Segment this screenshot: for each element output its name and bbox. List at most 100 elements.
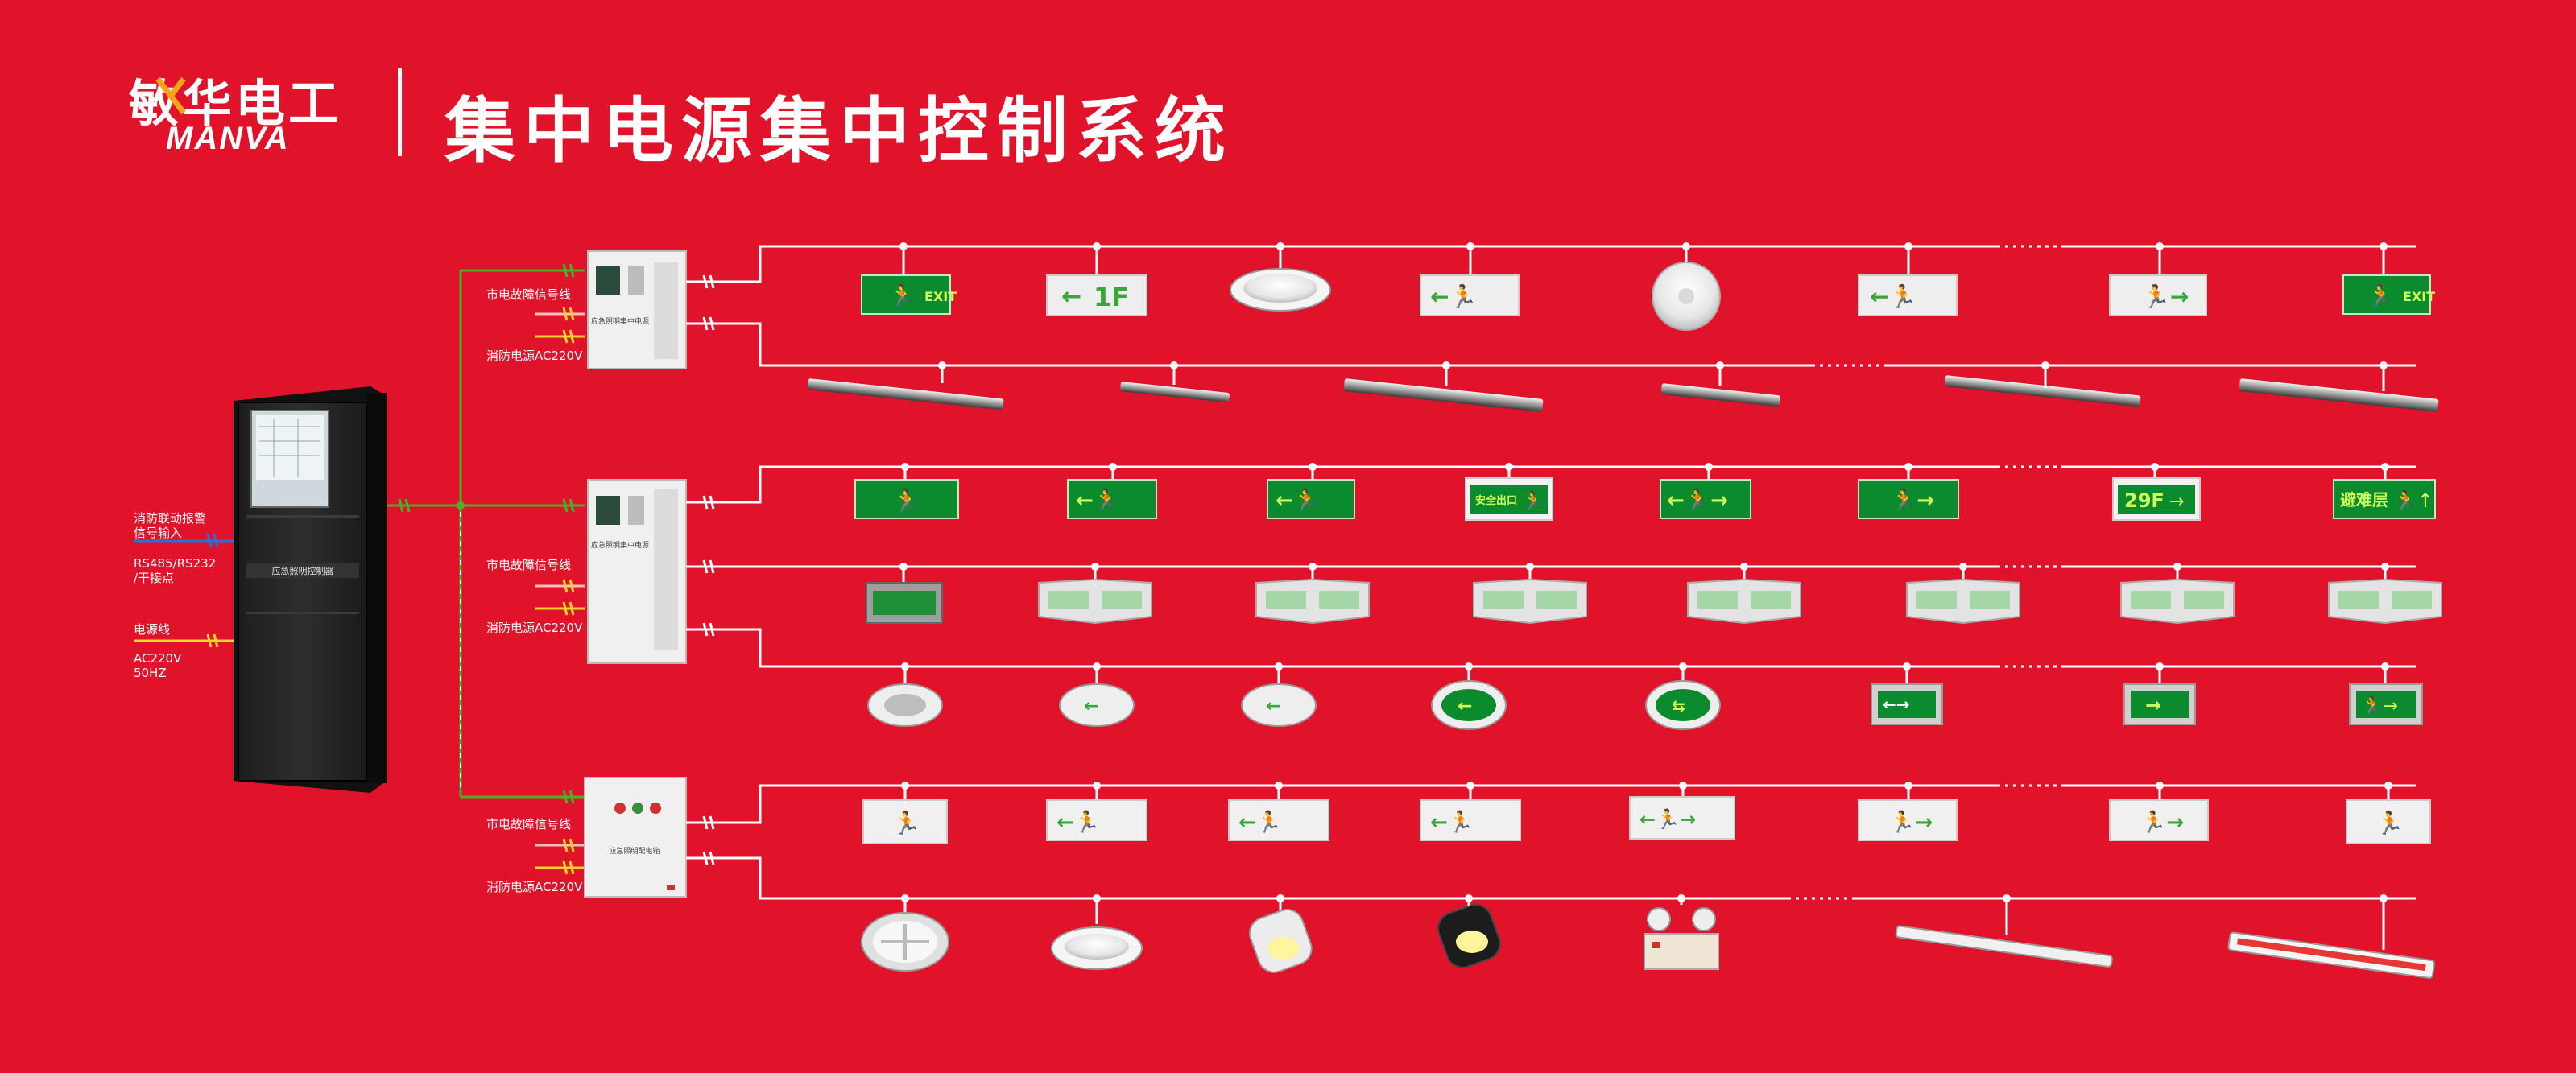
signal-input-label: 信号输入 xyxy=(134,526,183,540)
exit-sign-green-left-1: ←🏃 xyxy=(1067,463,1157,519)
power-line-label: 电源线 xyxy=(134,622,171,637)
fire-power-label-3: 消防电源AC220V xyxy=(486,880,583,894)
svg-text:←🏃: ←🏃 xyxy=(1238,810,1282,835)
floor-light-3: ← xyxy=(1241,662,1317,727)
small-exit-sign xyxy=(866,563,943,624)
floor-light-4: ← xyxy=(1431,662,1507,730)
exit-sign-white-both: ←🏃→ xyxy=(1629,782,1735,840)
row6-devices: 🏃 ←🏃 ←🏃 ←🏃 ←🏃→ 🏃→ 🏃→ 🏃 xyxy=(862,782,2431,844)
svg-text:←: ← xyxy=(1266,696,1280,716)
svg-text:🏃: 🏃 xyxy=(2367,283,2393,308)
safe-exit-text: 安全出口 xyxy=(1475,494,1517,507)
row5-devices: ← ← ← ⇆ ←→ → 🏃→ xyxy=(867,662,2423,730)
floor-light-1 xyxy=(867,662,943,727)
svg-text:←🏃: ←🏃 xyxy=(1870,283,1916,310)
linear-lamp-6 xyxy=(2239,378,2439,412)
exit-sign-white-left-3: ←🏃 xyxy=(1420,782,1521,841)
svg-text:🏃→: 🏃→ xyxy=(2140,810,2184,835)
mains-fault-label-3: 市电故障信号线 xyxy=(486,817,572,832)
svg-text:→: → xyxy=(2145,694,2161,716)
exit-sign-left-2: ←🏃 xyxy=(1858,242,1958,316)
logo-mark-icon xyxy=(155,76,186,115)
svg-text:←🏃: ←🏃 xyxy=(1430,810,1474,835)
exit-sign-white-left-2: ←🏃 xyxy=(1228,782,1329,841)
controller-bus xyxy=(387,269,585,799)
refuge-text: 避难层 xyxy=(2340,490,2388,510)
svg-text:←🏃→: ←🏃→ xyxy=(1639,808,1696,831)
floor-text-1f: 1F xyxy=(1094,282,1129,312)
exit-sign-left-1: ←🏃 xyxy=(1420,242,1520,316)
svg-text:←🏃: ←🏃 xyxy=(1076,488,1119,513)
controller-label: 应急照明控制器 xyxy=(272,565,334,576)
exit-sign-green-left-3: ←🏃→ xyxy=(1660,463,1751,519)
linear-lamp-1 xyxy=(807,378,1004,411)
exit-sign-2: 🏃 EXIT xyxy=(2342,242,2435,315)
exit-text-1: EXIT xyxy=(924,289,957,304)
header-divider xyxy=(398,68,402,156)
exit-sign-white-right-2: 🏃→ xyxy=(2109,782,2209,841)
exit-sign-white-1: 🏃 xyxy=(862,782,948,844)
exit-sign-green-1: 🏃 xyxy=(854,463,959,519)
exit-sign-white-left-1: ←🏃 xyxy=(1046,782,1147,841)
svg-text:←🏃→: ←🏃→ xyxy=(1667,488,1728,513)
floor-light-2: ← xyxy=(1059,662,1135,727)
floor-light-5: ⇆ xyxy=(1645,662,1721,730)
cabinet-3-label: 应急照明配电箱 xyxy=(609,846,660,856)
svg-text:→: → xyxy=(2169,492,2184,512)
svg-text:🏃→: 🏃→ xyxy=(1889,810,1933,835)
central-power-cabinet-1: 应急照明集中电源 xyxy=(587,250,687,369)
fire-power-label-1: 消防电源AC220V xyxy=(486,349,583,363)
svg-text:🏃: 🏃 xyxy=(1522,491,1544,512)
linear-lamp-4 xyxy=(1660,383,1780,407)
twin-head-emergency-light xyxy=(1644,894,1719,970)
cabinet-2-label: 应急照明集中电源 xyxy=(591,540,649,550)
linear-lamp-5 xyxy=(1944,375,2141,407)
corner-signs xyxy=(1038,563,2442,625)
exit-sign-small-run: 🏃→ xyxy=(2349,662,2423,725)
exit-sign-1: EXIT 🏃 xyxy=(861,242,957,315)
downlight-1 xyxy=(1230,242,1331,312)
row4-devices xyxy=(866,563,2442,625)
distribution-box-3: 应急照明配电箱 xyxy=(584,777,687,898)
svg-text:🏃→: 🏃→ xyxy=(2361,695,2398,716)
linear-lamp-2 xyxy=(1120,382,1230,402)
linear-lamp-7 xyxy=(1895,925,2113,968)
explosion-proof-light xyxy=(861,894,949,972)
exit-text-2: EXIT xyxy=(2403,289,2435,304)
brand-name-en: MANVA xyxy=(166,121,290,156)
row7-devices xyxy=(861,894,2435,979)
loop-wires xyxy=(686,245,2416,900)
svg-text:←🏃: ←🏃 xyxy=(1430,283,1477,310)
spot-light-black xyxy=(1437,894,1501,968)
mains-fault-label-2: 市电故障信号线 xyxy=(486,558,572,572)
hz-label: 50HZ xyxy=(134,666,167,680)
linear-lamp-3 xyxy=(1343,378,1544,412)
floor-sign-29f: 29F → xyxy=(2112,463,2201,521)
controller-cabinet: 应急照明控制器 xyxy=(234,386,387,793)
svg-text:⇆: ⇆ xyxy=(1672,696,1685,716)
tri-proof-lamp xyxy=(2227,931,2435,979)
safe-exit-sign: 安全出口 🏃 xyxy=(1465,463,1553,521)
svg-text:🏃↑: 🏃↑ xyxy=(2393,489,2433,512)
svg-text:🏃→: 🏃→ xyxy=(2142,283,2189,310)
row2-linear-lamps xyxy=(807,361,2439,412)
refuge-floor-sign: 避难层 🏃↑ xyxy=(2333,463,2436,519)
svg-text:←🏃: ←🏃 xyxy=(1056,810,1100,835)
controller-label-plate xyxy=(246,563,359,578)
svg-text:←: ← xyxy=(1084,696,1098,716)
downlight-2 xyxy=(1051,894,1143,970)
page-title: 集中电源集中控制系统 xyxy=(444,89,1234,172)
exit-sign-small-right: → xyxy=(2123,662,2196,725)
central-power-cabinet-2: 应急照明集中电源 xyxy=(587,479,687,664)
exit-sign-white-2: 🏃 xyxy=(2346,782,2431,844)
exit-sign-right-1: 🏃→ xyxy=(2109,242,2207,316)
svg-text:←🏃: ←🏃 xyxy=(1276,488,1319,513)
svg-text:🏃: 🏃 xyxy=(2375,810,2404,836)
comm-label: RS485/RS232 xyxy=(134,556,217,571)
exit-sign-small-left: ←→ xyxy=(1871,662,1943,725)
fire-power-label-2: 消防电源AC220V xyxy=(486,621,583,635)
exit-sign-green-right-1: 🏃→ xyxy=(1858,463,1959,519)
floor-sign-1f: ← 1F xyxy=(1046,242,1147,316)
exit-sign-green-left-2: ←🏃 xyxy=(1267,463,1355,519)
